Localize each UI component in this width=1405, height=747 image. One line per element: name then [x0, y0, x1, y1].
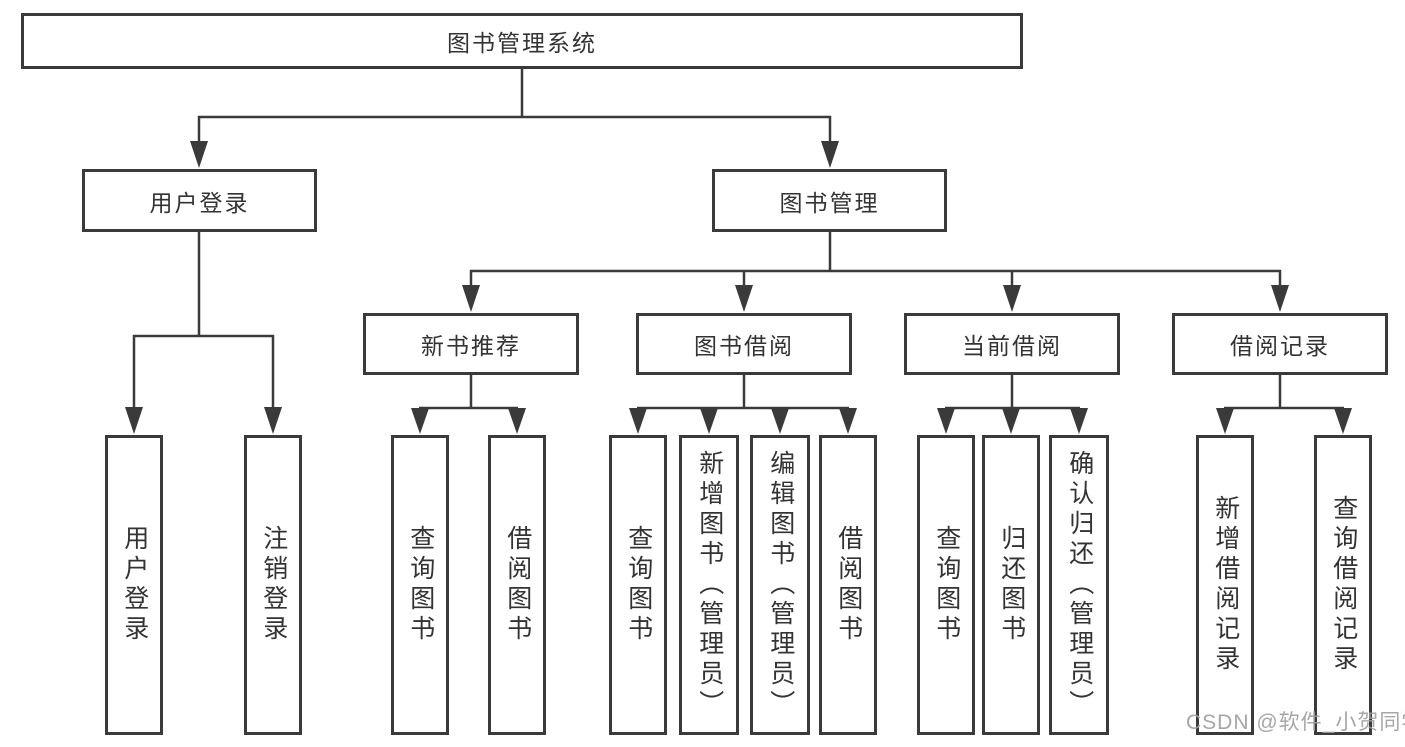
leaf-user-login-label: 用户登录 — [120, 525, 149, 645]
leaf-br-query-record: 查询借阅记录 — [1314, 435, 1372, 735]
leaf-bb-borrow-book: 借阅图书 — [819, 435, 877, 735]
leaf-rec-borrow-book-label: 借阅图书 — [503, 525, 532, 645]
node-root: 图书管理系统 — [21, 13, 1023, 69]
leaf-logout-label: 注销登录 — [259, 525, 288, 645]
node-book-borrow: 图书借阅 — [636, 313, 852, 375]
node-borrow-records: 借阅记录 — [1172, 313, 1388, 375]
watermark-text: CSDN @软件_小贺同学 — [1186, 711, 1405, 734]
leaf-bb-borrow-book-label: 借阅图书 — [834, 525, 863, 645]
node-book-management: 图书管理 — [712, 169, 947, 232]
connector-root-to-level2 — [190, 69, 839, 168]
leaf-br-add-record: 新增借阅记录 — [1196, 435, 1254, 735]
connector-book-management-to-level3 — [462, 232, 1289, 312]
connector-book-borrow-to-leaves — [629, 375, 857, 434]
leaf-rec-borrow-book: 借阅图书 — [488, 435, 546, 735]
leaf-cb-query-book-label: 查询图书 — [932, 525, 961, 645]
leaf-bb-edit-book-admin-label: 编辑图书（管理员） — [766, 450, 795, 720]
node-new-book-recommend: 新书推荐 — [363, 313, 579, 375]
connector-user-login-to-leaves — [125, 232, 282, 434]
connector-new-book-recommend-to-leaves — [411, 375, 526, 434]
leaf-br-add-record-label: 新增借阅记录 — [1211, 495, 1240, 675]
leaf-rec-query-book-label: 查询图书 — [406, 525, 435, 645]
leaf-user-login: 用户登录 — [105, 435, 163, 735]
leaf-cb-return-book: 归还图书 — [982, 435, 1040, 735]
leaf-cb-confirm-return-admin-label: 确认归还（管理员） — [1065, 450, 1094, 720]
leaf-bb-edit-book-admin: 编辑图书（管理员） — [750, 435, 810, 735]
leaf-cb-query-book: 查询图书 — [917, 435, 975, 735]
leaf-cb-return-book-label: 归还图书 — [997, 525, 1026, 645]
leaf-logout: 注销登录 — [244, 435, 302, 735]
leaf-bb-query-book-label: 查询图书 — [624, 525, 653, 645]
leaf-bb-add-book-admin-label: 新增图书（管理员） — [695, 450, 724, 720]
node-current-borrow: 当前借阅 — [904, 313, 1120, 375]
node-user-login: 用户登录 — [82, 169, 317, 232]
connector-current-borrow-to-leaves — [937, 375, 1088, 434]
leaf-rec-query-book: 查询图书 — [391, 435, 449, 735]
leaf-bb-add-book-admin: 新增图书（管理员） — [679, 435, 739, 735]
leaf-br-query-record-label: 查询借阅记录 — [1329, 495, 1358, 675]
leaf-cb-confirm-return-admin: 确认归还（管理员） — [1049, 435, 1109, 735]
connector-borrow-records-to-leaves — [1216, 375, 1352, 434]
leaf-bb-query-book: 查询图书 — [609, 435, 667, 735]
